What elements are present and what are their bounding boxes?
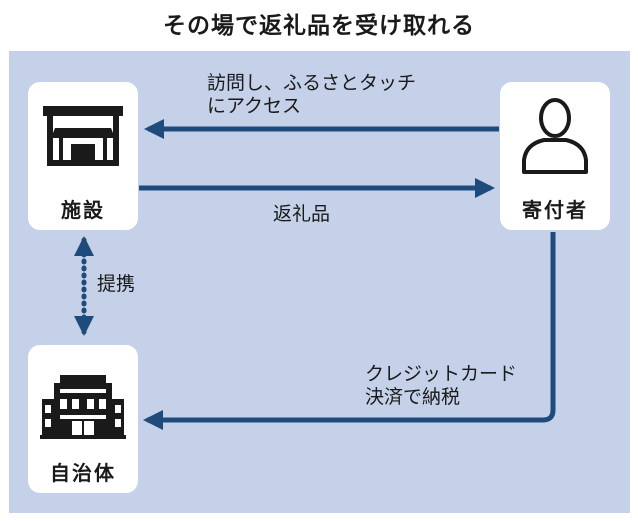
edge-payment-label-line1: クレジットカード xyxy=(365,363,518,385)
edge-visit-label-line2: にアクセス xyxy=(207,95,302,117)
node-donor: 寄付者 xyxy=(500,82,610,230)
edge-payment-label-line2: 決済で納税 xyxy=(365,386,461,408)
node-donor-label: 寄付者 xyxy=(522,198,588,222)
diagram-title: その場で返礼品を受け取れる xyxy=(163,13,475,39)
edge-partnership-label: 提携 xyxy=(97,273,136,295)
node-facility-label: 施設 xyxy=(61,198,105,222)
edge-visit-label-line1: 訪問し、ふるさとタッチ xyxy=(207,72,417,94)
node-municipality: 自治体 xyxy=(28,345,138,493)
person-icon xyxy=(522,98,588,174)
government-building-icon xyxy=(40,375,126,439)
arrow-payment xyxy=(143,232,556,430)
shop-icon xyxy=(43,106,123,166)
node-municipality-label: 自治体 xyxy=(50,461,116,485)
node-facility: 施設 xyxy=(28,82,138,230)
edge-gift-label: 返礼品 xyxy=(273,203,331,225)
